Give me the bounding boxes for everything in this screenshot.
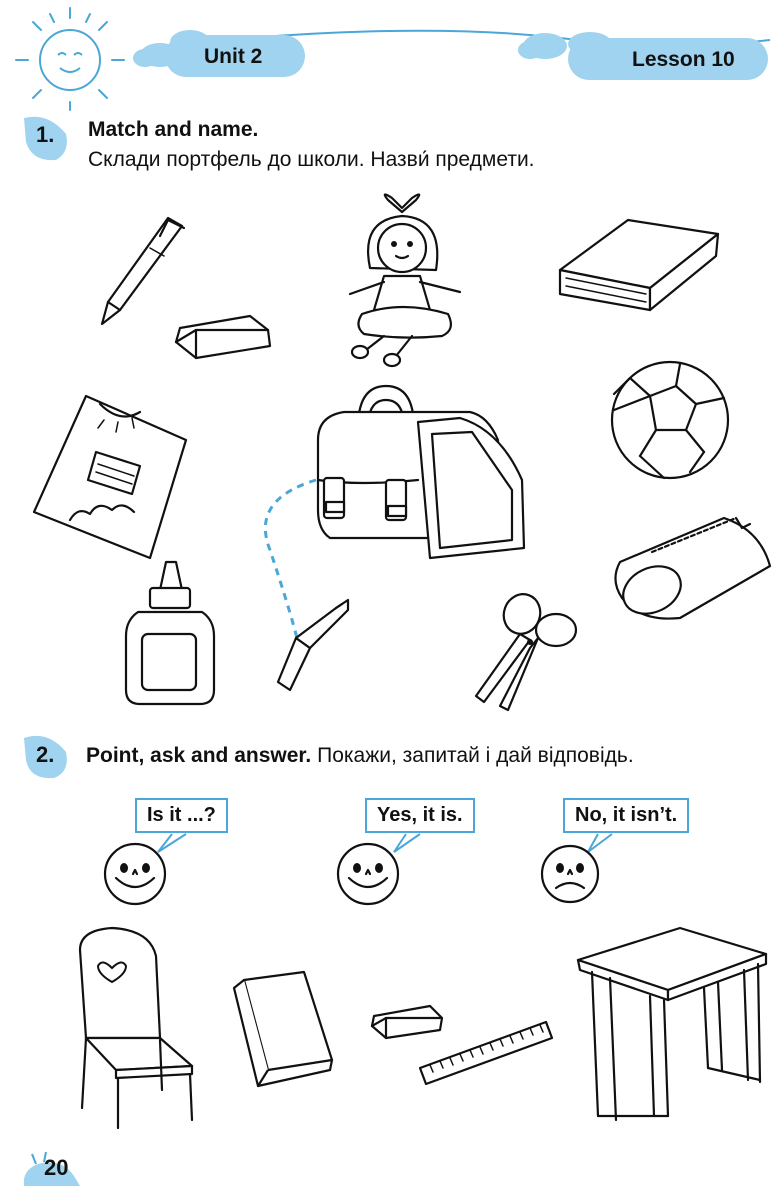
ball-icon xyxy=(610,360,730,480)
pencil-icon xyxy=(276,598,350,692)
speech-bubble: Yes, it is. xyxy=(365,798,475,833)
pen-icon xyxy=(100,216,186,326)
cloud-icon xyxy=(133,30,305,77)
sun-icon xyxy=(15,7,125,111)
speech-bubble: No, it isn’t. xyxy=(563,798,690,833)
exercise-number-badge xyxy=(24,735,67,779)
cloud-icon xyxy=(518,32,768,80)
desk-icon xyxy=(576,926,768,1122)
schoolbag-icon xyxy=(316,384,526,560)
exercise-number: 2. xyxy=(36,742,55,767)
scissors-icon xyxy=(474,593,578,712)
snail-icon xyxy=(23,1151,80,1186)
exercise-title: Point, ask and answer. xyxy=(86,744,312,767)
exercise-title: Match and name. xyxy=(88,118,259,141)
sad-face-icon xyxy=(540,844,600,904)
chair-icon xyxy=(78,926,194,1130)
exercise-heading: Point, ask and answer. Покажи, запитай і… xyxy=(86,744,634,768)
pencil-case-icon xyxy=(614,516,772,620)
glue-icon xyxy=(124,560,216,706)
eraser-icon xyxy=(370,1004,444,1040)
exercise-number: 1. xyxy=(36,122,55,147)
faces-row xyxy=(103,833,613,906)
exercise1-illustration xyxy=(32,193,772,712)
speech-bubble: Is it ...? xyxy=(135,798,228,833)
unit-label: Unit 2 xyxy=(204,45,263,68)
exercise-subtitle: Склади портфель до школи. Назви́ предмет… xyxy=(88,148,535,171)
ruler-icon xyxy=(418,1020,554,1086)
exercise-number-badge xyxy=(24,116,67,161)
lesson-label: Lesson 10 xyxy=(632,48,735,71)
page-number: 20 xyxy=(44,1155,69,1180)
happy-face-icon xyxy=(103,842,167,906)
eraser-icon xyxy=(174,314,272,360)
page-header xyxy=(15,7,771,111)
doll-icon xyxy=(348,193,462,368)
exercise2-illustration xyxy=(78,926,768,1130)
exercise-subtitle: Покажи, запитай і дай відповідь. xyxy=(317,744,634,767)
book-icon xyxy=(232,970,334,1088)
happy-face-icon xyxy=(336,842,400,906)
book-icon xyxy=(558,218,720,312)
notebook-icon xyxy=(32,394,188,560)
